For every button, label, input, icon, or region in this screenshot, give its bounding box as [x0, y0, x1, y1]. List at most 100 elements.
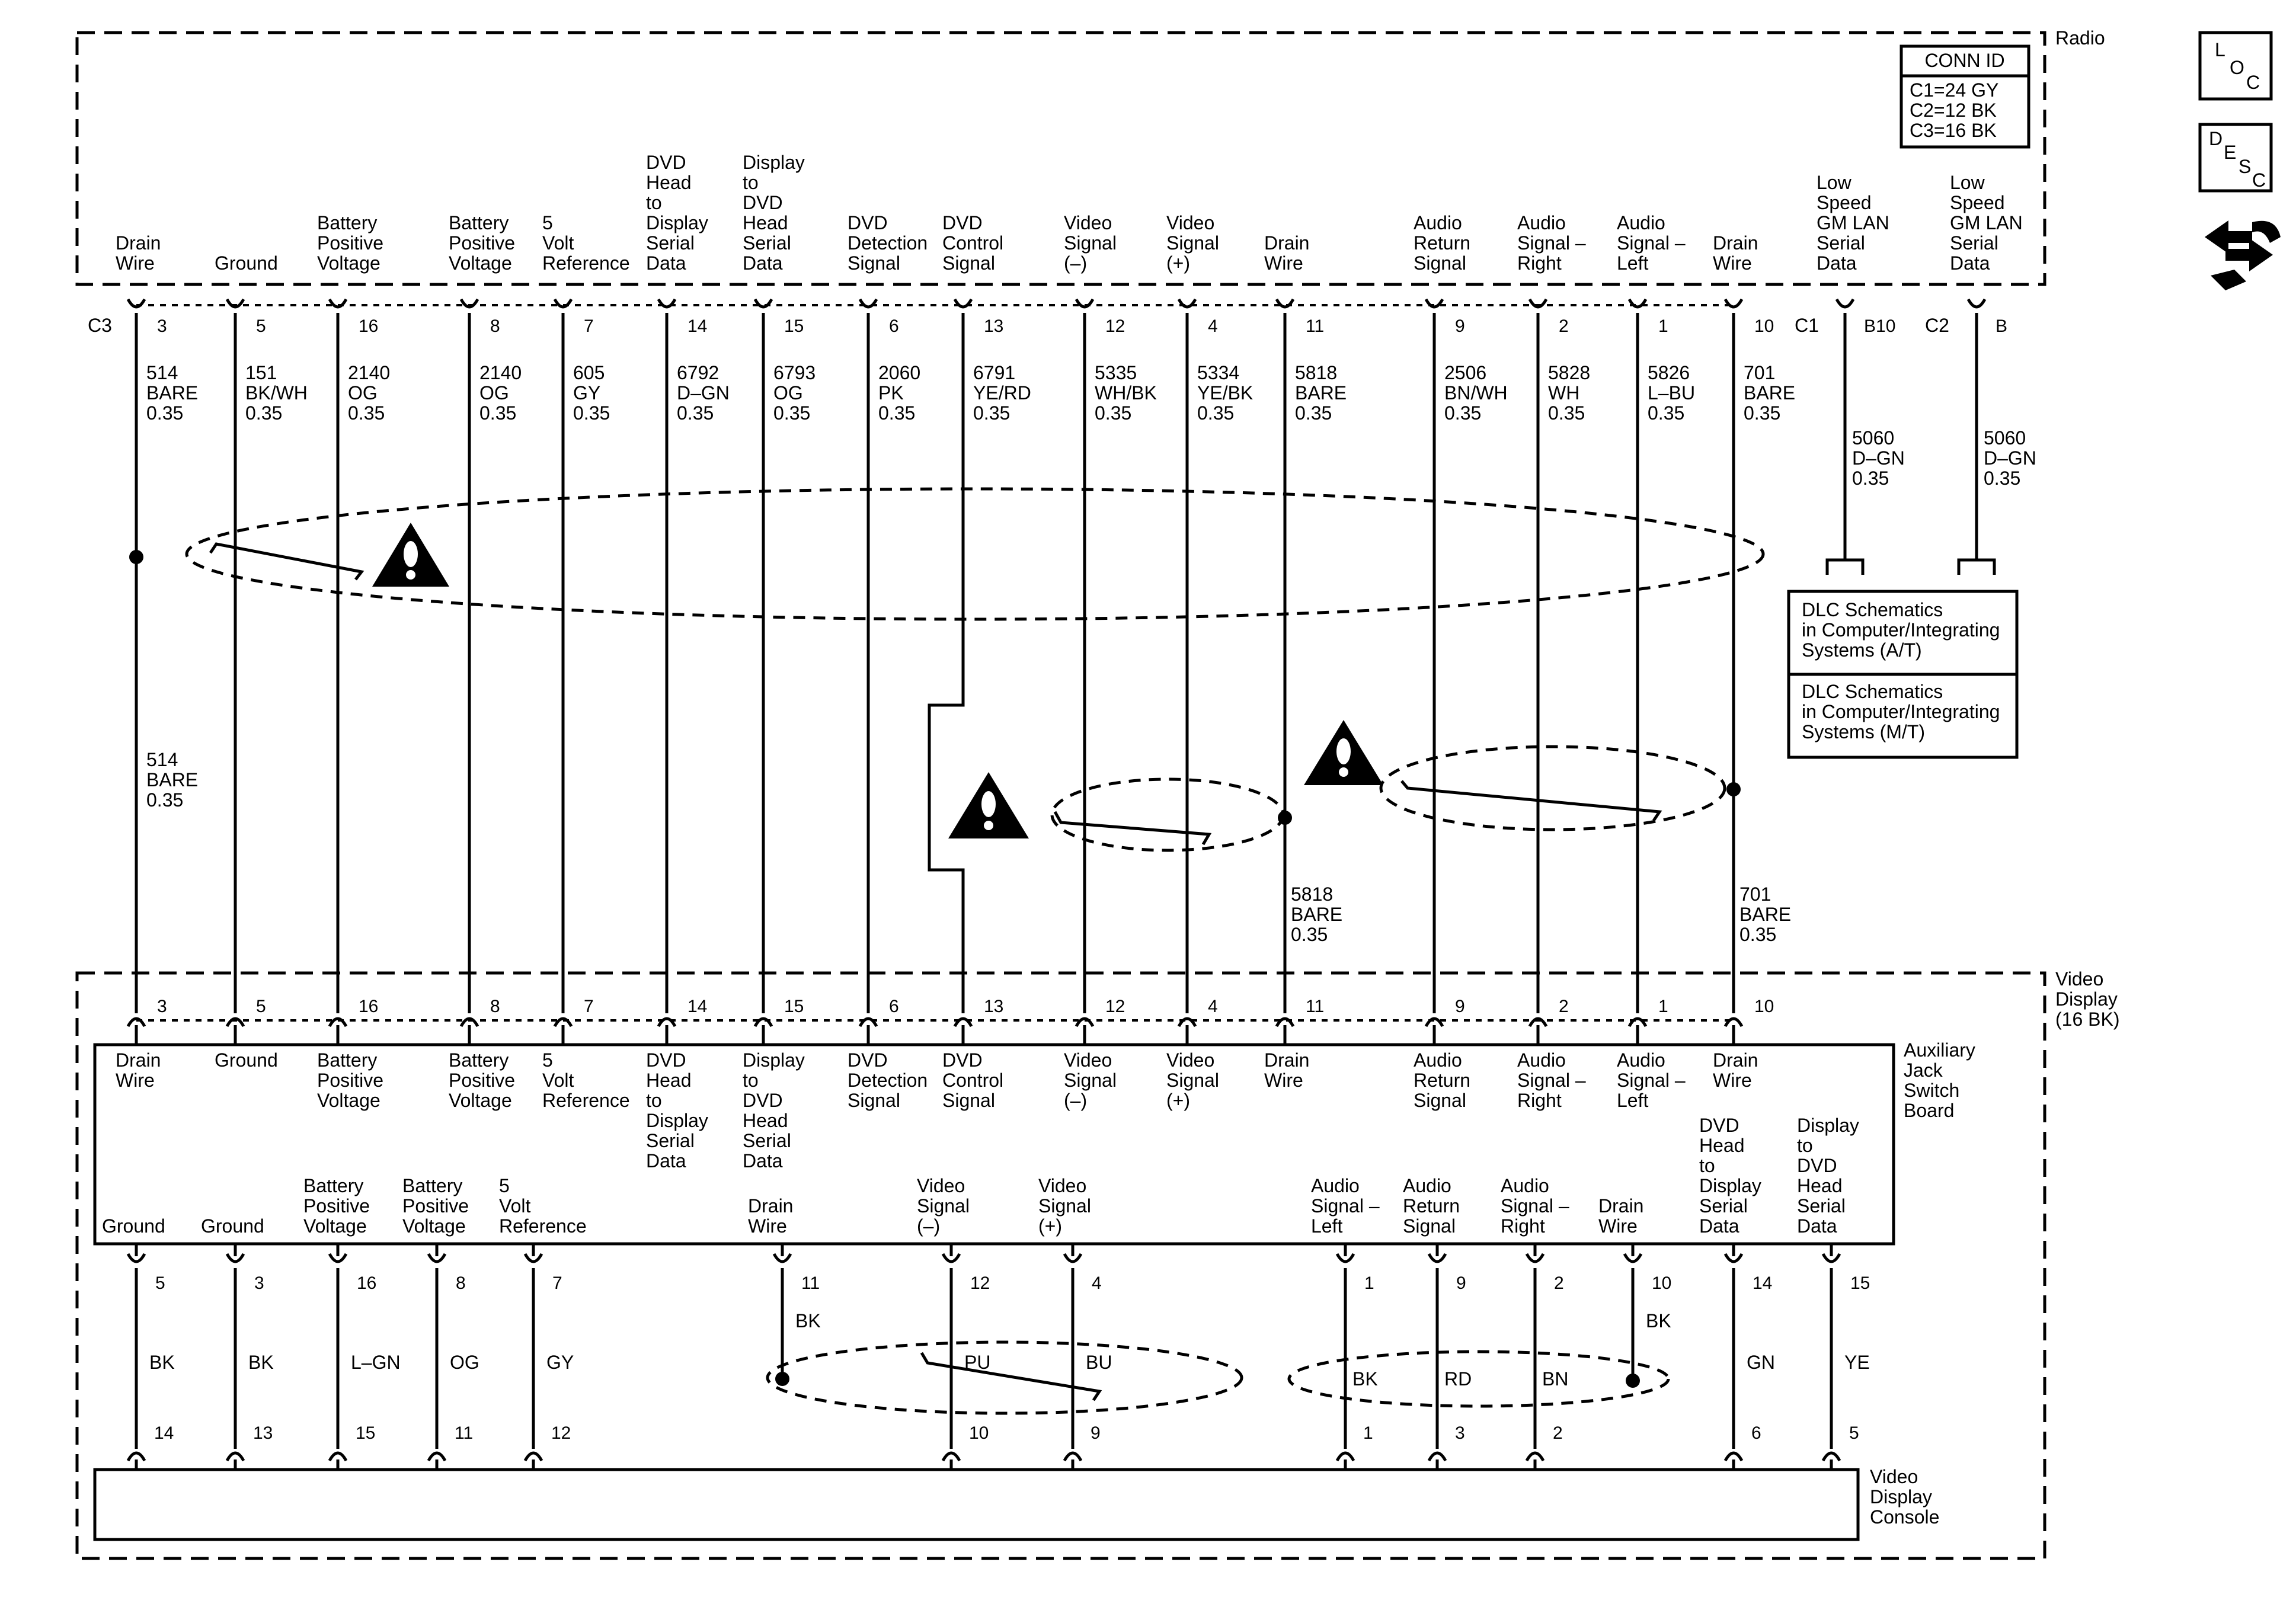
wire-spec: D–GN	[1984, 447, 2036, 469]
svg-text:0.35: 0.35	[1291, 924, 1328, 945]
svg-text:L: L	[2215, 39, 2225, 60]
wire-spec: 5334	[1197, 362, 1239, 383]
aux-board-top-label: Wire	[116, 1070, 155, 1091]
dlc-box-at[interactable]: DLC Schematics in Computer/Integrating S…	[1787, 590, 2019, 676]
dlc-box-mt[interactable]: DLC Schematics in Computer/Integrating S…	[1787, 673, 2019, 759]
svg-text:C: C	[2252, 169, 2266, 191]
svg-text:C: C	[2246, 72, 2260, 93]
svg-text:DLC Schematics: DLC Schematics	[1802, 599, 1943, 620]
aux-board-bottom-label: Audio	[1501, 1175, 1549, 1196]
console-pin-number: 3	[1455, 1423, 1465, 1443]
desc-icon[interactable]: D E S C	[2198, 123, 2273, 193]
warning-icon[interactable]	[1304, 720, 1383, 785]
radio-outline	[75, 31, 2046, 286]
aux-board-title: Auxiliary	[1904, 1039, 1975, 1061]
aux-board-top-label: DVD	[646, 1049, 686, 1071]
aux-board-title: Switch	[1904, 1080, 1959, 1101]
console-pin-number: 5	[1849, 1423, 1859, 1443]
aux-board-bottom-label: (–)	[917, 1215, 940, 1237]
console-pin-number: 9	[1091, 1423, 1101, 1443]
wire-spec: 0.35	[1295, 402, 1332, 424]
aux-board-bottom-label: Ground	[102, 1215, 165, 1237]
connector-pin-terminal	[1723, 1253, 1744, 1263]
connector-pin-terminal	[1525, 1451, 1545, 1462]
aux-board-bottom-label: Positive	[402, 1195, 469, 1217]
connector-pin-terminal	[1335, 1253, 1355, 1263]
drain-wire-lower-label: 514 BARE 0.35	[146, 749, 198, 811]
radio-circuit-label: Voltage	[317, 252, 380, 274]
wire-spec: BARE	[1744, 382, 1795, 404]
video-display-pin-number: 16	[359, 997, 378, 1016]
warning-icon[interactable]	[372, 523, 449, 587]
aux-board-top-label: (–)	[1064, 1090, 1087, 1111]
svg-text:701: 701	[1739, 884, 1771, 905]
radio-circuit-label: Positive	[449, 232, 515, 254]
radio-circuits: DrainWire3514BARE0.35Ground5151BK/WH0.35…	[116, 152, 1795, 1013]
wire-spec: BARE	[1295, 382, 1347, 404]
console-pin-number: 6	[1751, 1423, 1761, 1443]
wire-spec: WH/BK	[1095, 382, 1157, 404]
aux-pin-number: 16	[357, 1273, 376, 1293]
conn-id-title: CONN ID	[1924, 50, 2004, 71]
radio-circuit-label: Data	[646, 252, 686, 274]
connector-end-view-icon[interactable]	[2205, 220, 2281, 290]
radio-circuit-label: Drain	[1713, 232, 1758, 254]
aux-board-bottom-label: Serial	[1699, 1195, 1748, 1217]
radio-pin-number: 7	[584, 316, 594, 336]
wire-spec: PK	[878, 382, 904, 404]
wire-spec: 5818	[1295, 362, 1337, 383]
connector-pin-terminal	[1275, 1017, 1295, 1028]
aux-board-top-label: Head	[743, 1110, 788, 1131]
video-display-pin-number: 2	[1559, 997, 1569, 1016]
radio-circuit-label: 5	[542, 212, 553, 233]
loc-icon[interactable]: L O C	[2198, 31, 2273, 101]
wire-spec: 0.35	[1548, 402, 1585, 424]
warning-icon[interactable]	[948, 772, 1029, 838]
wire-color: BK	[248, 1352, 274, 1373]
console-pin-number: 14	[154, 1423, 174, 1443]
aux-board-top-label: Signal	[1166, 1070, 1219, 1091]
wire-spec: 514	[146, 362, 178, 383]
wire-color: GN	[1747, 1352, 1775, 1373]
radio-circuit-label: Drain	[1264, 232, 1309, 254]
radio-circuit-label: Positive	[317, 232, 383, 254]
console-title: Console	[1870, 1506, 1939, 1528]
lan-circuit-label: Low	[1950, 172, 1985, 193]
wire-spec: OG	[348, 382, 378, 404]
connector-pin-terminal	[657, 298, 677, 309]
connector-pin-terminal	[523, 1253, 543, 1263]
radio-circuit-label: Signal	[1166, 232, 1219, 254]
